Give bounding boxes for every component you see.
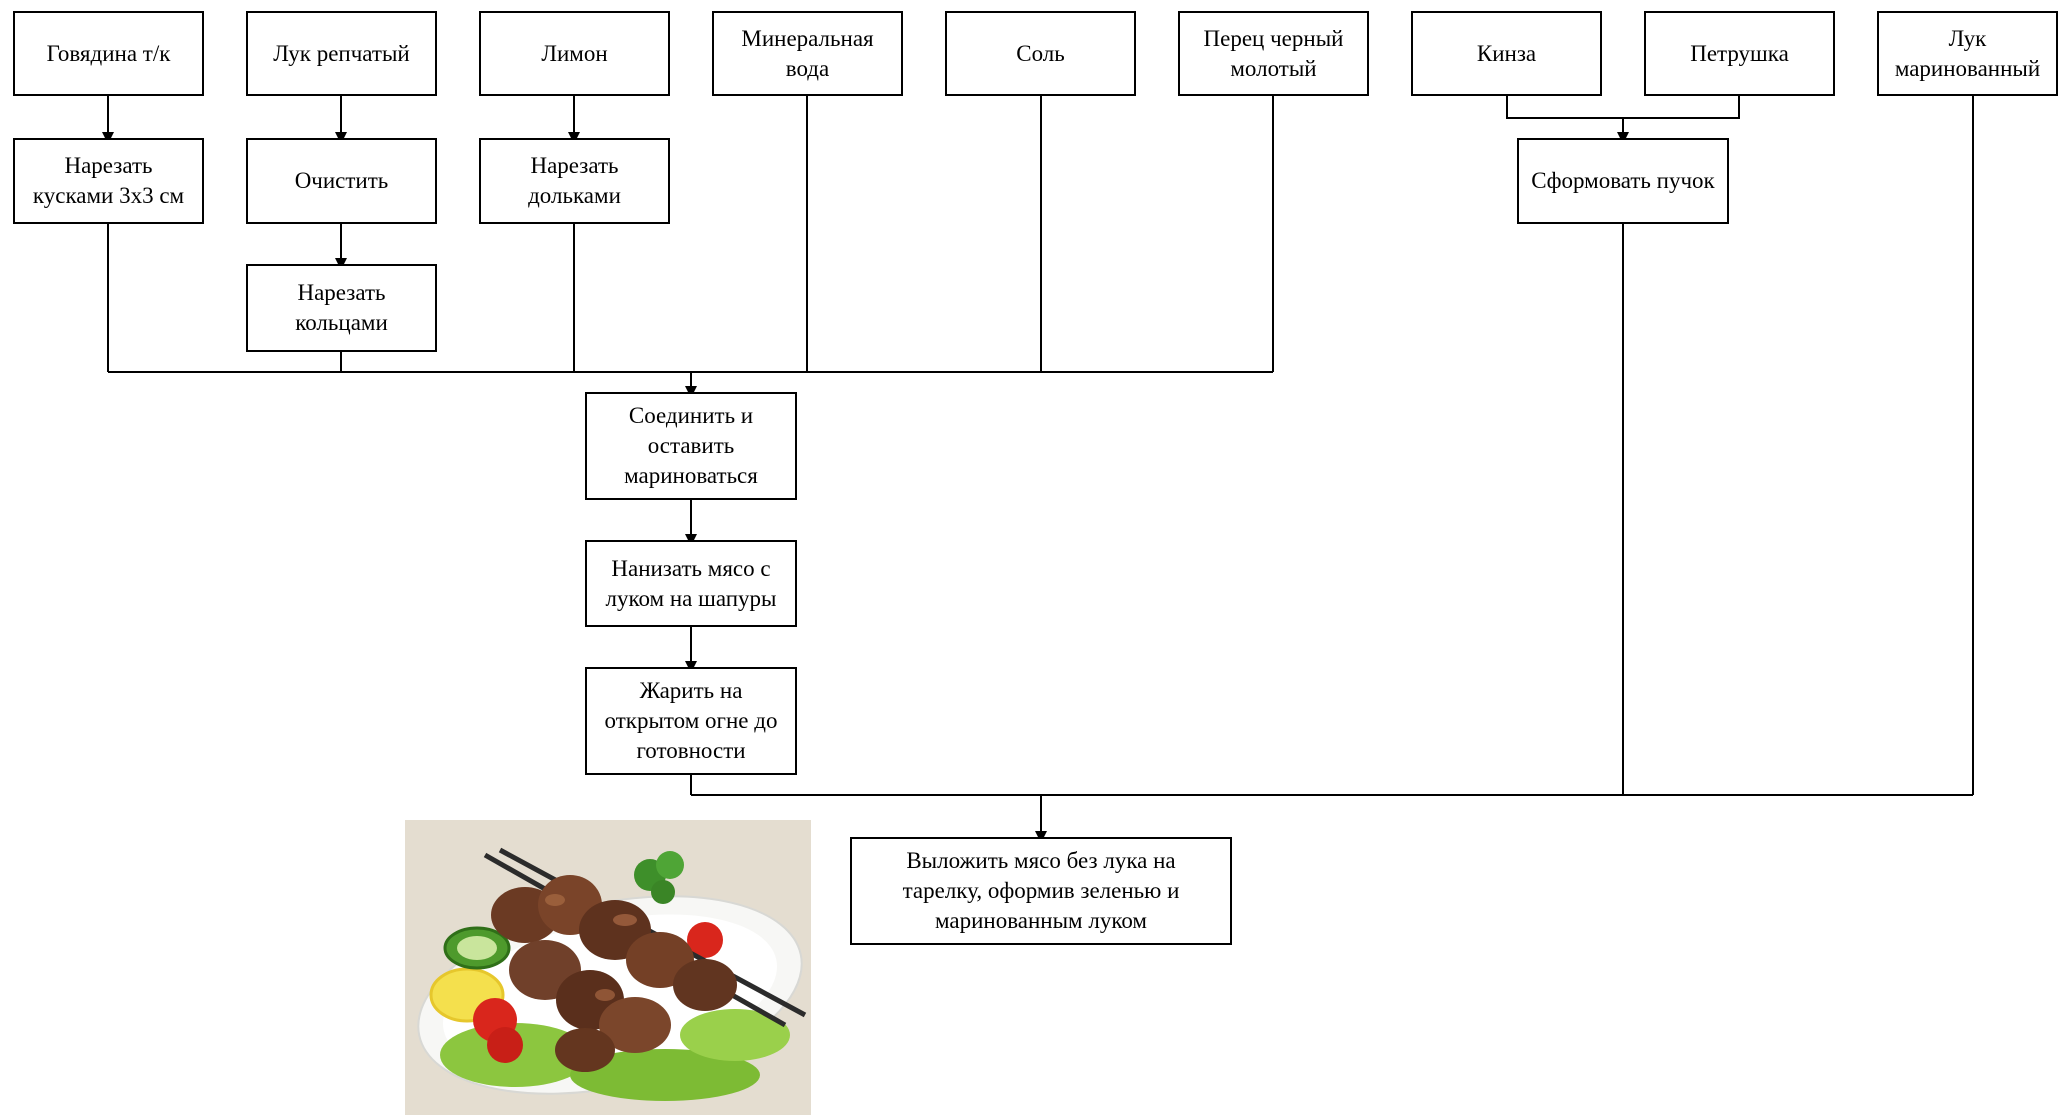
node-salt: Соль bbox=[945, 11, 1136, 96]
node-lemon: Лимон bbox=[479, 11, 670, 96]
node-cut-lemon: Нарезать дольками bbox=[479, 138, 670, 224]
node-parsley: Петрушка bbox=[1644, 11, 1835, 96]
shashlik-on-plate-image bbox=[405, 820, 811, 1115]
node-pickled-onion: Лук маринованный bbox=[1877, 11, 2058, 96]
node-skewer: Нанизать мясо с луком на шапуры bbox=[585, 540, 797, 627]
node-mineral-water: Минеральная вода bbox=[712, 11, 903, 96]
node-cut-beef: Нарезать кусками 3х3 см bbox=[13, 138, 204, 224]
node-cilantro: Кинза bbox=[1411, 11, 1602, 96]
node-bundle-greens: Сформовать пучок bbox=[1517, 138, 1729, 224]
node-ring-onion: Нарезать кольцами bbox=[246, 264, 437, 352]
node-onion: Лук репчатый bbox=[246, 11, 437, 96]
line-cilantro-merge bbox=[1506, 96, 1740, 119]
node-grill: Жарить на открытом огне до готовности bbox=[585, 667, 797, 775]
node-beef: Говядина т/к bbox=[13, 11, 204, 96]
node-peel-onion: Очистить bbox=[246, 138, 437, 224]
node-pepper: Перец черный молотый bbox=[1178, 11, 1369, 96]
node-serve: Выложить мясо без лука на тарелку, оформ… bbox=[850, 837, 1232, 945]
node-marinate: Соединить и оставить мариноваться bbox=[585, 392, 797, 500]
